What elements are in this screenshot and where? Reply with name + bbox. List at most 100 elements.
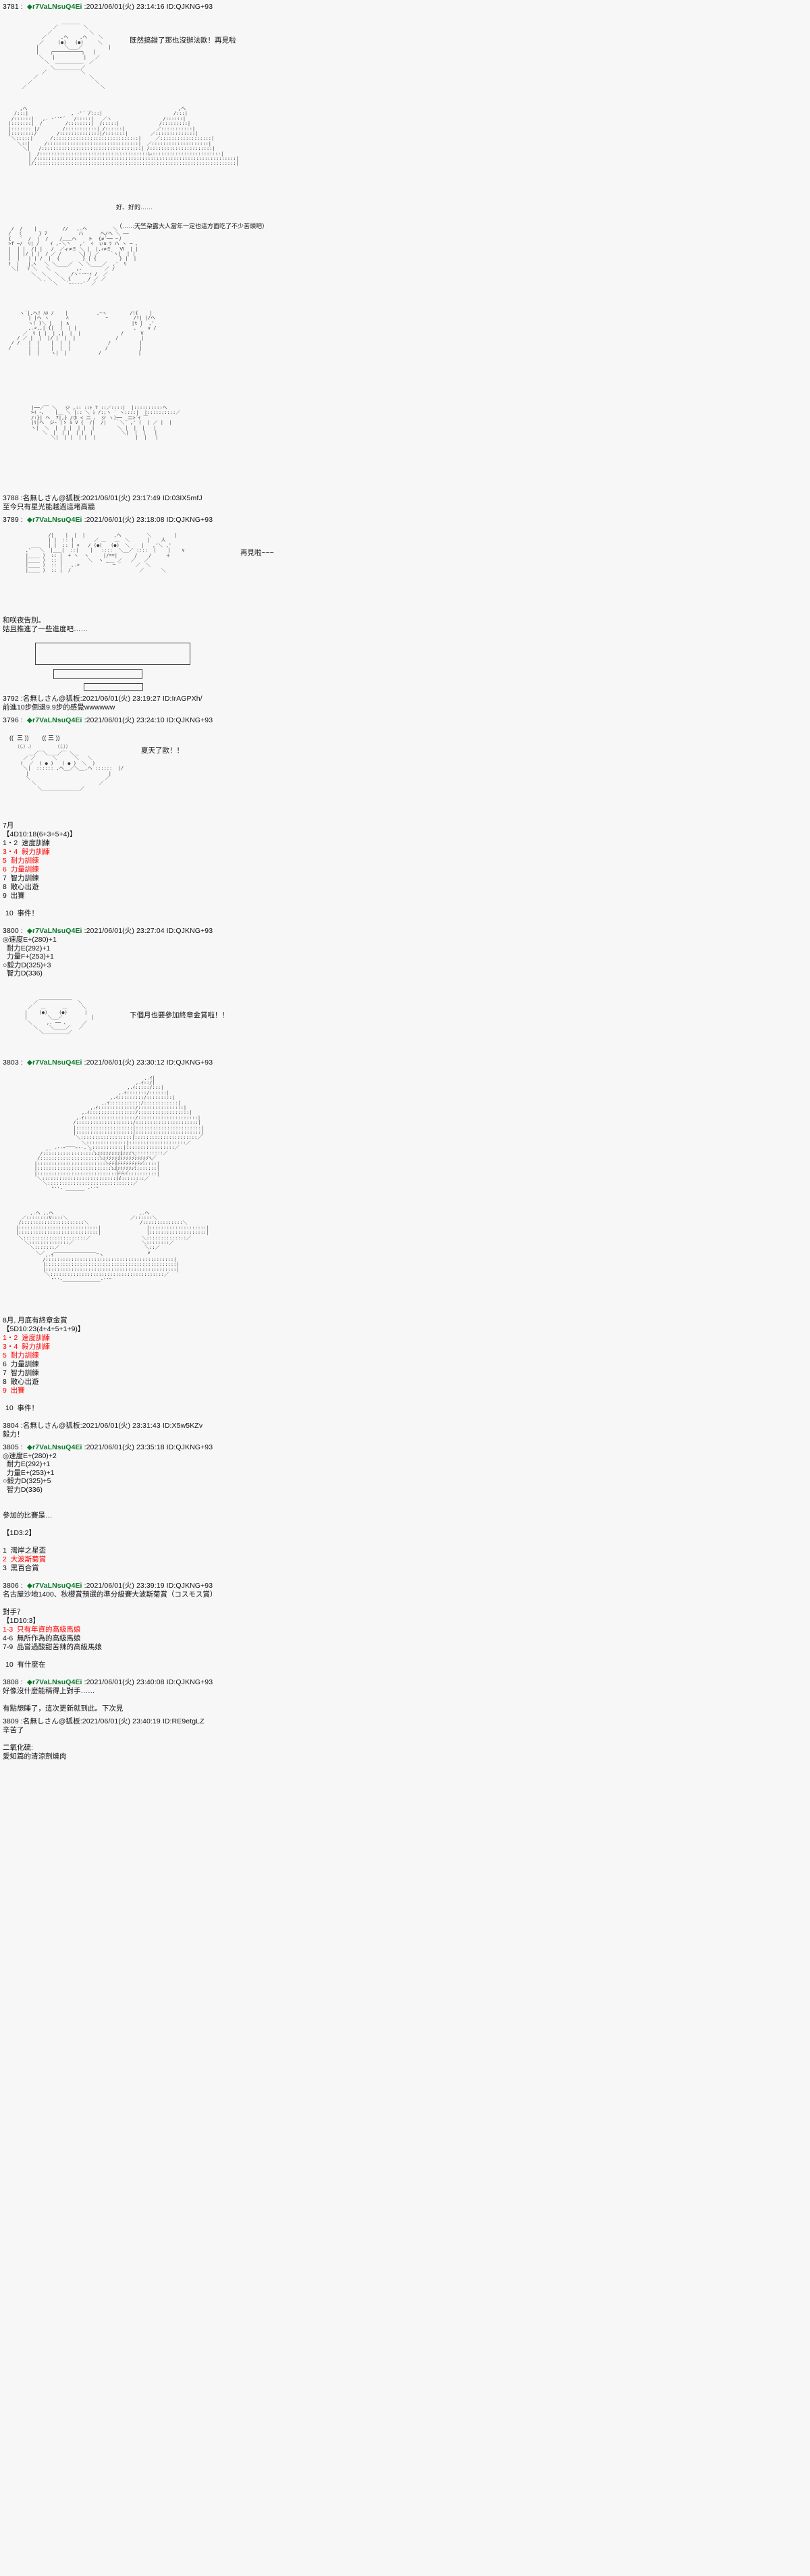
august-option-4: 7 智力訓練 <box>3 1369 810 1378</box>
post-body: 至今只有星光能越過這堵高牆 <box>3 503 95 511</box>
july-dice-roll: 【4D10:18(6+3+5+4)】 <box>3 830 77 838</box>
option-number: 8 <box>3 1377 7 1386</box>
option-label: 速度訓練 <box>22 1333 51 1342</box>
post-header: 3806 : ◆r7VaLNsuQ4Ei :2021/06/01(火) 23:3… <box>3 1582 810 1590</box>
empty-frame-box-2 <box>53 669 142 679</box>
ascii-art-block-4: ヽ´|,ヘ! ﾊﾊ / | ,─ヽ /!{ | | |ヘ ヽ ﾊ ｰ /!| |… <box>3 311 810 406</box>
post-header: 3804 :名無しさん@狐板:2021/06/01(火) 23:31:43 ID… <box>3 1422 810 1430</box>
option-label: 出賽 <box>10 1386 25 1395</box>
august-option-5: 8 散心出遊 <box>3 1378 810 1387</box>
post-header-text: 3808 : ◆r7VaLNsuQ4Ei :2021/06/01(火) 23:4… <box>3 1678 213 1686</box>
race-option-2: 3 黑百合賞 <box>3 1564 810 1573</box>
post-body: 毅力！ <box>3 1430 24 1439</box>
option-number: 1 <box>3 1547 7 1555</box>
option-number: 5 <box>3 857 7 865</box>
ascii-art-large: ,ヘ __ ,ヘ /:::| , ‐'´ /:::| /:::| /::::::… <box>8 106 239 167</box>
post-header-text: 3781 : ◆r7VaLNsuQ4Ei :2021/06/01(火) 23:1… <box>3 3 213 11</box>
option-label: 毅力訓練 <box>22 848 51 856</box>
august-stat-line-3: ○毅力D(325)+5 <box>3 1477 51 1485</box>
option-number: 3・4 <box>3 1342 18 1351</box>
august-option-0: 1・2 速度訓練 <box>3 1334 810 1343</box>
july-stat-line-1: 耐力E(292)+1 <box>3 944 51 952</box>
august-option-1: 3・4 毅力訓練 <box>3 1343 810 1351</box>
option-label: 智力訓練 <box>10 1368 39 1377</box>
ascii-art-dense-3: |──／￣ ＼ ジ ,:: ::ﾄ T ::／::::| |::::::::::… <box>31 405 181 441</box>
post-3803: 3803 : ◆r7VaLNsuQ4Ei :2021/06/01(火) 23:3… <box>3 1058 810 1413</box>
option-label: 力量訓練 <box>10 865 39 874</box>
august-stat-line-2: 力量E+(253)+1 <box>3 1468 55 1477</box>
july-option-5: 8 散心出遊 <box>3 883 810 892</box>
option-number: 7-9 <box>3 1643 14 1651</box>
post-3809: 3809 :名無しさん@狐板:2021/06/01(火) 23:40:19 ID… <box>3 1717 810 1761</box>
post-header: 3792 :名無しさん@狐板:2021/06/01(火) 23:19:27 ID… <box>3 695 810 703</box>
option-label: 耐力訓練 <box>10 1351 39 1360</box>
ascii-art-big-character-2: ,. ‐''"￣￣"''‐ 、 /:::::::::::::::::::::::… <box>34 1146 160 1191</box>
post-header: 3808 : ◆r7VaLNsuQ4Ei :2021/06/01(火) 23:4… <box>3 1678 810 1687</box>
option-label: 散心出遊 <box>10 1377 39 1386</box>
speech-text-2: 好、好的…… <box>116 204 153 211</box>
option-label: 品嘗過酸甜苦辣的高級馬娘 <box>17 1643 103 1651</box>
post-3792: 3792 :名無しさん@狐板:2021/06/01(火) 23:19:27 ID… <box>3 695 810 712</box>
option-label: 力量訓練 <box>10 1360 39 1368</box>
july-option-1: 3・4 毅力訓練 <box>3 848 810 857</box>
july-option-3: 6 力量訓練 <box>3 865 810 874</box>
post-header: 3809 :名無しさん@狐板:2021/06/01(火) 23:40:19 ID… <box>3 1717 810 1726</box>
ascii-art-big-character: ,.ｲ| ,.ｲ::/| ,.ｲ:::::/:::| ,.ｲ:::::::/::… <box>73 1075 205 1181</box>
speech-bubble-text: 夏天了歐！！ <box>141 747 184 755</box>
post-3806: 3806 : ◆r7VaLNsuQ4Ei :2021/06/01(火) 23:3… <box>3 1582 810 1669</box>
july-month-label: 7月 <box>3 822 14 830</box>
option-number: 7 <box>3 874 7 882</box>
august-dice-block: 8月, 月底有終章金賞 【5D10:23(4+4+5+1+9)】 1・2 速度訓… <box>3 1316 810 1413</box>
post-header-text: 3796 : ◆r7VaLNsuQ4Ei :2021/06/01(火) 23:2… <box>3 716 213 724</box>
option-number: 5 <box>3 1351 7 1360</box>
opponent-option-1: 4-6 無所作為的高級馬娘 <box>3 1634 810 1643</box>
post-3804: 3804 :名無しさん@狐板:2021/06/01(火) 23:31:43 ID… <box>3 1422 810 1439</box>
option-number: 2 <box>3 1555 7 1563</box>
post-header-text: 3792 :名無しさん@狐板:2021/06/01(火) 23:19:27 ID… <box>3 695 202 703</box>
option-label: 毅力訓練 <box>22 1342 51 1351</box>
ascii-art-block-8: ＿＿＿＿＿＿＿ ／ ＼ ／ ＿ ＿ ＼ | (●) (●) | | ＼__／ |… <box>3 994 810 1050</box>
ascii-art-block-1: ＿＿＿＿ ／ ＼ ／ ＼ ／ ,ヘ ,ヘ ＼ ／ (●) (●) ＼ | ＼__… <box>3 20 810 98</box>
option-label: 大波斯菊賞 <box>10 1555 47 1563</box>
july-option-4: 7 智力訓練 <box>3 874 810 883</box>
kaomoji-line-1: (( 三 )) (( 三 )) <box>9 734 60 741</box>
post-header-text: 3803 : ◆r7VaLNsuQ4Ei :2021/06/01(火) 23:3… <box>3 1058 213 1067</box>
post-body-line-1: 和咲夜告別。 <box>3 616 45 624</box>
option-number: 4-6 <box>3 1634 14 1642</box>
post-body-line-4: 愛知篇的清涼劑燒肉 <box>3 1752 67 1761</box>
option-label: 出賽 <box>10 892 25 900</box>
post-header: 3805 : ◆r7VaLNsuQ4Ei :2021/06/01(火) 23:3… <box>3 1443 810 1452</box>
kaomoji-line-2: （（.）.） （（.）） <box>15 745 71 749</box>
post-header: 3781 : ◆r7VaLNsuQ4Ei :2021/06/01(火) 23:1… <box>3 3 810 11</box>
post-header: 3800 : ◆r7VaLNsuQ4Ei :2021/06/01(火) 23:2… <box>3 927 810 936</box>
option-number: 9 <box>3 1386 7 1395</box>
option-number: 1・2 <box>3 1333 18 1342</box>
post-body-line-2: 姑且推進了一些進度吧…… <box>3 625 88 633</box>
post-header: 3803 : ◆r7VaLNsuQ4Ei :2021/06/01(火) 23:3… <box>3 1058 810 1067</box>
post-header-text: 3809 :名無しさん@狐板:2021/06/01(火) 23:40:19 ID… <box>3 1717 205 1725</box>
option-number: 6 <box>3 1360 7 1368</box>
post-header-text: 3788 :名無しさん@狐板:2021/06/01(火) 23:17:49 ID… <box>3 494 202 502</box>
ascii-art-block-9: ,.ｲ| ,.ｲ::/| ,.ｲ:::::/:::| ,.ｲ:::::::/::… <box>3 1075 810 1299</box>
ascii-art-face-3: ＿＿＿＿＿＿＿ ／ ＼ ／ ＿ ＿ ＼ | (●) (●) | | ＼__／ |… <box>24 994 94 1036</box>
ascii-art-block-6: /| | | | ,ヘ ＼ | | | :: | ／ ＿ ＿ ＼ | 人 ___… <box>3 533 810 608</box>
option-number: 1・2 <box>3 839 18 847</box>
july-stat-line-3: ○毅力D(325)+3 <box>3 961 51 969</box>
ascii-art-summer-face: ＿／￣＼＿＿／￣ ＼＿ ／ ／ ＼ ＼ ＼ ( ／ ( ● ) ( ● ) ＼ … <box>20 751 124 791</box>
post-body: 名古屋沙地1400、秋櫻賞預選的準分級賽大波斯菊賞（コスモス賞） <box>3 1590 217 1599</box>
option-number: 7 <box>3 1368 7 1377</box>
august-option-extra: 10 事件！ <box>5 1403 39 1412</box>
july-dice-block: 7月 【4D10:18(6+3+5+4)】 1・2 速度訓練 3・4 毅力訓練 … <box>3 822 810 918</box>
post-body-line-3: 二氧化硫: <box>3 1744 33 1752</box>
post-header: 3788 :名無しさん@狐板:2021/06/01(火) 23:17:49 ID… <box>3 494 810 503</box>
august-stat-line-0: ◎速度E+(280)+2 <box>3 1451 57 1460</box>
option-label: 耐力訓練 <box>10 857 39 865</box>
post-3781: 3781 : ◆r7VaLNsuQ4Ei :2021/06/01(火) 23:1… <box>3 3 810 490</box>
option-label: 灣岸之星盃 <box>10 1547 47 1555</box>
ascii-art-dense-2: ヽ´|,ヘ! ﾊﾊ / | ,─ヽ /!{ | | |ヘ ヽ ﾊ ｰ /!| |… <box>8 311 157 356</box>
post-3800: 3800 : ◆r7VaLNsuQ4Ei :2021/06/01(火) 23:2… <box>3 927 810 1050</box>
post-3789: 3789 : ◆r7VaLNsuQ4Ei :2021/06/01(火) 23:1… <box>3 516 810 691</box>
opponent-option-extra: 10 有什麼在 <box>5 1661 46 1669</box>
option-number: 6 <box>3 865 7 874</box>
post-header: 3796 : ◆r7VaLNsuQ4Ei :2021/06/01(火) 23:2… <box>3 716 810 725</box>
